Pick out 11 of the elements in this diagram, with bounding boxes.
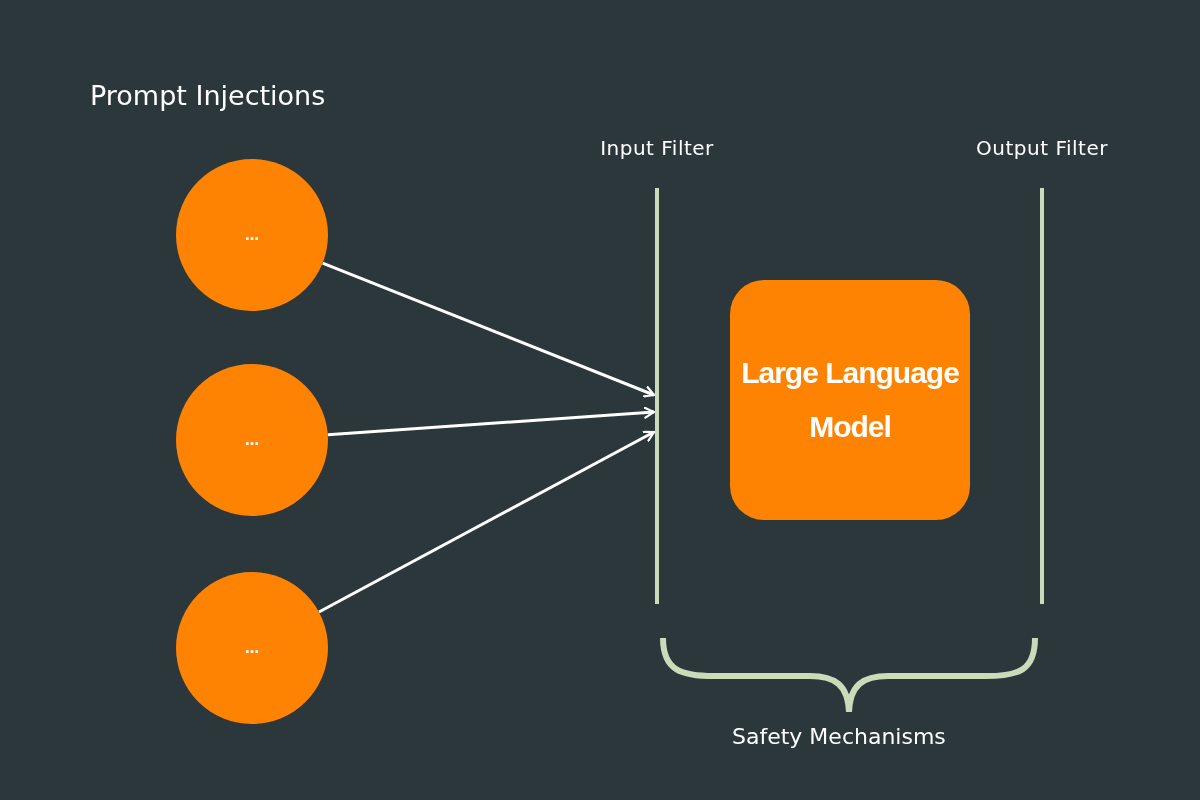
filter-heading: Input Filter — [600, 136, 714, 160]
input-circle: … — [176, 572, 328, 724]
arrow — [327, 406, 656, 437]
filter-heading: Output Filter — [976, 136, 1108, 160]
arrow — [318, 430, 656, 614]
section-heading: Prompt Injections — [90, 80, 326, 111]
input-circle: … — [176, 364, 328, 516]
bracket-caption: Safety Mechanisms — [732, 724, 946, 749]
input-circle: … — [176, 159, 328, 311]
arrow — [322, 261, 656, 398]
model-box: Large Language Model — [730, 280, 970, 520]
